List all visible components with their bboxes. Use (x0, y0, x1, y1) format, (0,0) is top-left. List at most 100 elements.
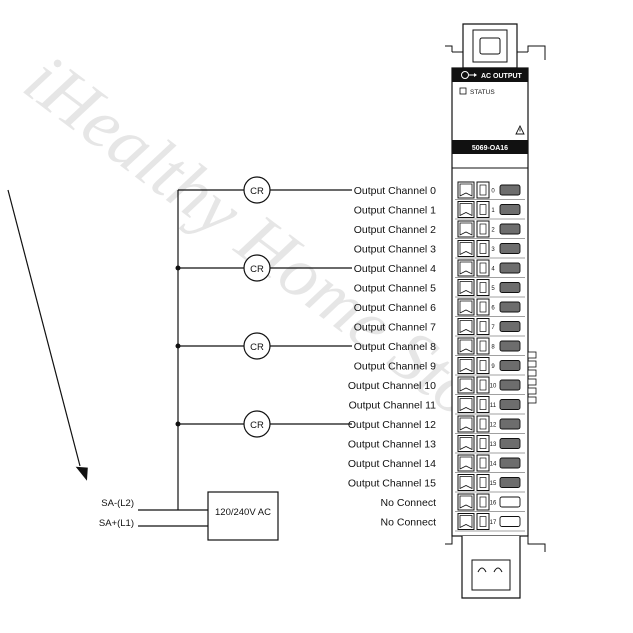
channel-label-0: Output Channel 0 (354, 185, 436, 197)
channel-label-10: Output Channel 10 (348, 380, 436, 392)
terminal-number-12: 12 (490, 423, 497, 429)
terminal-number-7: 7 (491, 325, 495, 331)
channel-indicator-10 (499, 379, 521, 391)
output-symbol-icon (461, 71, 477, 79)
terminal-row-9: 9 (455, 357, 525, 376)
relay-cr-8: CR (243, 332, 271, 360)
channel-indicator-12 (499, 418, 521, 430)
channel-label-8: Output Channel 8 (354, 341, 436, 353)
terminal-row-17: 17 (455, 513, 525, 532)
channel-label-7: Output Channel 7 (354, 322, 436, 334)
terminal-number-16: 16 (490, 501, 497, 507)
relay-cr-0: CR (243, 176, 271, 204)
terminal-number-3: 3 (491, 247, 495, 253)
channel-indicator-14 (499, 457, 521, 469)
junction-dots (175, 265, 181, 427)
svg-text:CR: CR (250, 342, 264, 353)
power-supply-box: 120/240V AC (207, 491, 279, 541)
channel-labels: Output Channel 0 Output Channel 1 Output C… (348, 185, 436, 529)
channel-indicator-1 (499, 204, 521, 215)
side-connector (527, 351, 537, 404)
channel-indicator-0 (499, 184, 521, 196)
module-header (452, 68, 528, 82)
terminal-number-6: 6 (491, 306, 495, 312)
channel-label-4: Output Channel 4 (354, 263, 436, 275)
terminal-number-14: 14 (490, 462, 497, 468)
terminal-row-6: 6 (455, 298, 525, 317)
terminal-number-13: 13 (490, 442, 497, 448)
channel-indicator-13 (499, 438, 521, 449)
channel-indicator-17 (499, 516, 521, 527)
channel-indicator-11 (499, 399, 521, 410)
channel-indicator-15 (499, 477, 521, 488)
terminal-number-15: 15 (490, 481, 497, 487)
channel-indicator-2 (499, 223, 521, 235)
terminal-row-3: 3 (455, 240, 525, 259)
channel-label-9: Output Channel 9 (354, 361, 436, 373)
terminal-row-1: 1 (455, 201, 525, 220)
channel-indicator-4 (499, 262, 521, 274)
terminal-row-13: 13 (455, 435, 525, 454)
terminal-number-8: 8 (491, 345, 495, 351)
sa-minus-label: SA-(L2) (101, 498, 134, 509)
channel-indicator-7 (499, 321, 521, 332)
channel-indicator-16 (499, 496, 521, 508)
terminal-row-0: 0 (455, 181, 525, 200)
svg-text:CR: CR (250, 186, 264, 197)
channel-label-5: Output Channel 5 (354, 283, 436, 295)
model-label: 5069-OA16 (472, 145, 508, 152)
channel-indicator-3 (499, 243, 521, 254)
terminal-row-14: 14 (455, 454, 525, 473)
terminal-number-9: 9 (491, 364, 495, 370)
relay-cr-12: CR (243, 410, 271, 438)
terminal-number-17: 17 (490, 520, 497, 526)
channel-indicator-8 (499, 340, 521, 352)
channel-label-11: Output Channel 11 (349, 400, 437, 412)
terminal-row-5: 5 (455, 279, 525, 298)
sa-plus-label: SA+(L1) (99, 518, 134, 529)
channel-indicator-5 (499, 282, 521, 293)
channel-label-1: Output Channel 1 (354, 205, 436, 217)
terminal-row-7: 7 (455, 318, 525, 337)
terminal-number-4: 4 (491, 267, 495, 273)
channel-label-2: Output Channel 2 (354, 224, 436, 236)
channel-label-12: Output Channel 12 (348, 419, 436, 431)
channel-label-14: Output Channel 14 (348, 458, 436, 470)
model-band (452, 140, 528, 154)
power-supply-label: 120/240V AC (215, 507, 271, 518)
channel-indicator-6 (499, 301, 521, 313)
channel-indicator-9 (499, 360, 521, 371)
terminal-row-15: 15 (455, 474, 525, 493)
terminal-row-2: 2 (455, 220, 525, 239)
terminal-row-10: 10 (455, 376, 525, 395)
io-module: AC OUTPUT STATUS 5069-OA16 0123456789101… (445, 23, 546, 599)
terminal-row-16: 16 (455, 493, 525, 512)
status-label: STATUS (470, 89, 495, 96)
terminal-row-11: 11 (455, 396, 525, 415)
wiring-lines (138, 189, 352, 527)
terminal-row-8: 8 (455, 337, 525, 356)
diagonal-arrow (7, 189, 88, 481)
module-header-title: AC OUTPUT (481, 73, 523, 80)
terminal-number-1: 1 (491, 208, 495, 214)
svg-text:CR: CR (250, 420, 264, 431)
channel-label-6: Output Channel 6 (354, 302, 436, 314)
terminal-number-0: 0 (491, 189, 495, 195)
channel-label-16: No Connect (381, 497, 437, 509)
channel-label-17: No Connect (381, 517, 437, 529)
terminal-number-10: 10 (490, 384, 497, 390)
relay-cr-4: CR (243, 254, 271, 282)
warning-icon (515, 124, 525, 135)
terminal-number-11: 11 (490, 403, 497, 409)
status-led-icon (459, 87, 467, 95)
terminal-number-2: 2 (491, 228, 495, 234)
channel-label-15: Output Channel 15 (348, 478, 436, 490)
channel-label-3: Output Channel 3 (354, 244, 436, 256)
terminal-row-4: 4 (455, 259, 525, 278)
terminal-row-12: 12 (455, 415, 525, 434)
terminal-number-5: 5 (491, 286, 495, 292)
svg-text:CR: CR (250, 264, 264, 275)
channel-label-13: Output Channel 13 (348, 439, 436, 451)
